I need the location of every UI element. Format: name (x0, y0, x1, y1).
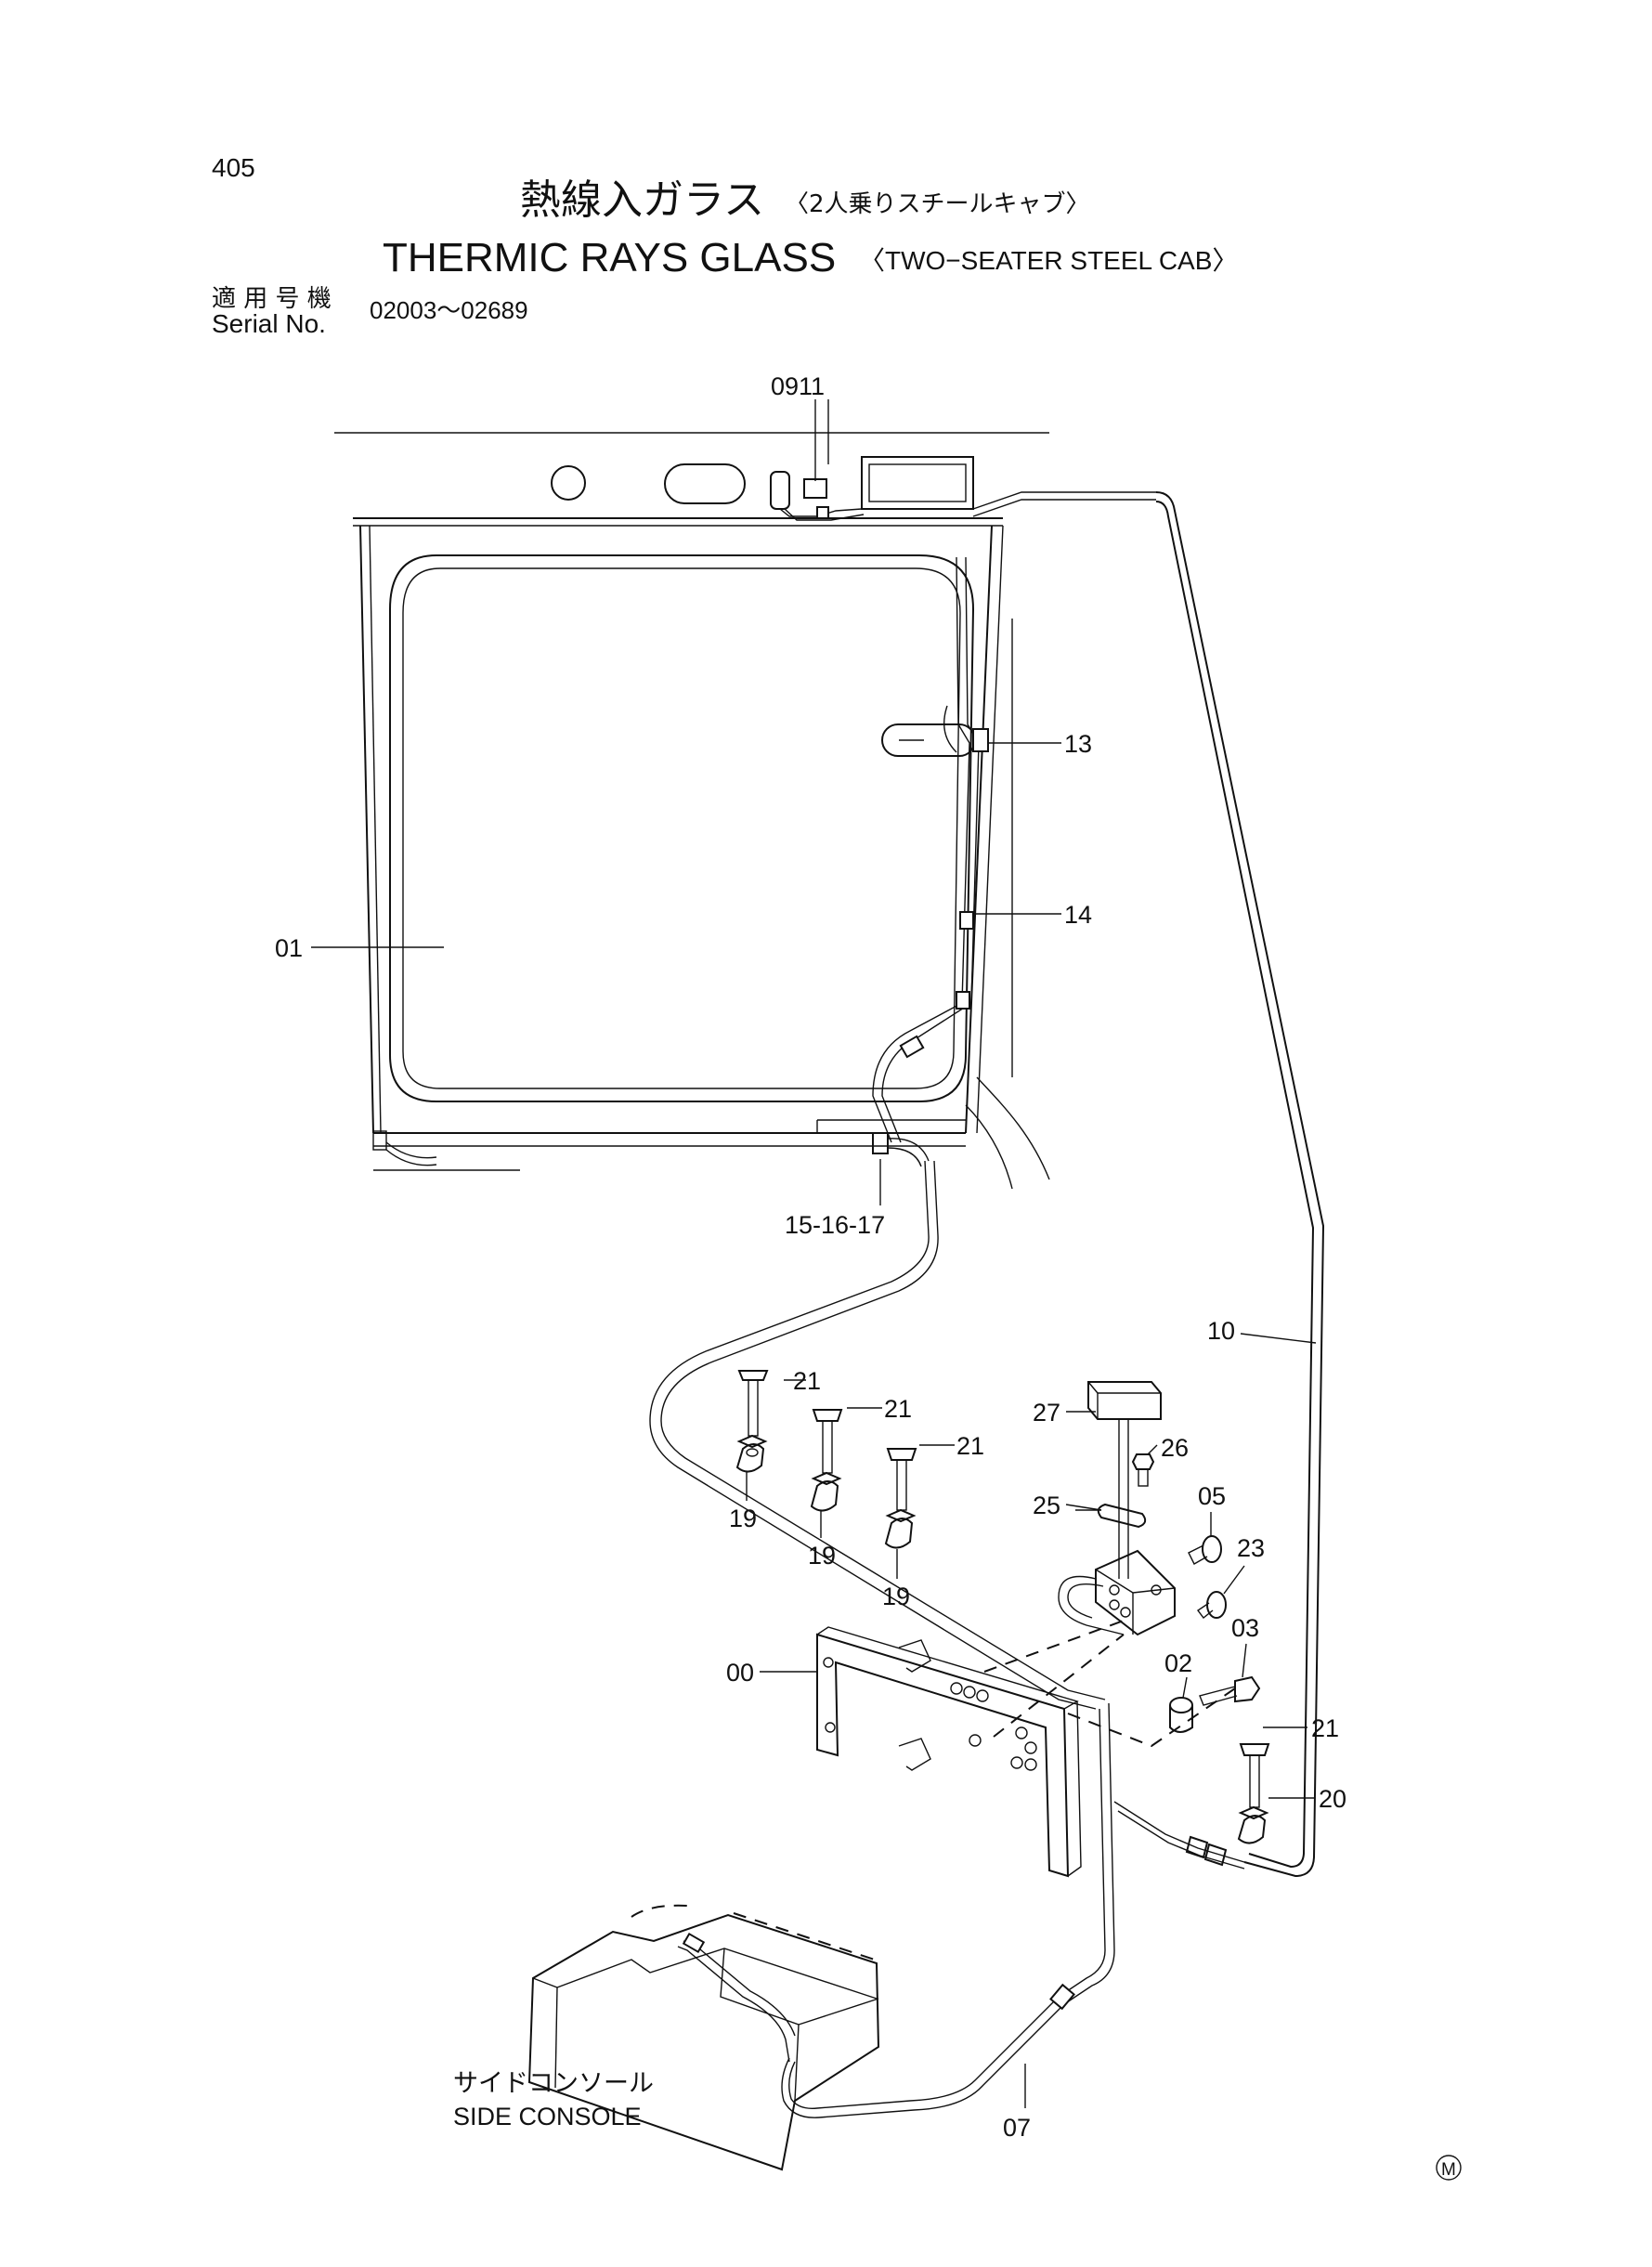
side-console-label-en: SIDE CONSOLE (453, 2103, 642, 2130)
label-26: 26 (1161, 1434, 1189, 1462)
harness-10 (1155, 491, 1325, 1878)
page-number: 405 (212, 153, 255, 182)
clamp-19-a (735, 1370, 769, 1473)
bushing-02 (1169, 1697, 1193, 1733)
label-13: 13 (1064, 730, 1092, 758)
corner-mark: M (1436, 2155, 1462, 2181)
label-01: 01 (275, 934, 303, 962)
label-19-b: 19 (808, 1542, 836, 1570)
label-21-a: 21 (793, 1367, 821, 1395)
relay-block (1058, 1549, 1176, 1636)
harness-main-down (649, 1160, 1106, 1710)
clamp-20 (1237, 1743, 1270, 1844)
label-23: 23 (1237, 1534, 1265, 1562)
bolt-05 (1188, 1535, 1222, 1565)
connector-27 (1087, 1381, 1162, 1579)
bracket-25 (1075, 1503, 1147, 1529)
label-14: 14 (1064, 901, 1092, 929)
label-15-16-17: 15-16-17 (785, 1211, 885, 1239)
connector-09-11 (770, 471, 865, 521)
cab-pillars (359, 525, 1050, 1190)
title-jp: 熱線入ガラス (520, 176, 764, 224)
label-0911: 0911 (771, 372, 825, 400)
thermic-rays-glass (389, 554, 975, 1102)
label-02: 02 (1164, 1649, 1192, 1677)
label-25: 25 (1033, 1492, 1060, 1519)
serial-label-en: Serial No. (212, 309, 326, 338)
cab-roof (334, 432, 1049, 527)
subtitle-jp: 〈2人乗りスチールキャブ〉 (785, 190, 1090, 218)
side-console-label-jp: サイドコンソール (453, 2069, 654, 2098)
label-21-b: 21 (884, 1395, 912, 1423)
corner-mark-letter: M (1441, 2160, 1456, 2180)
label-05: 05 (1198, 1482, 1226, 1510)
subtitle-en: 〈TWO−SEATER STEEL CAB〉 (859, 246, 1238, 275)
serial-label-jp: 適 用 号 機 (212, 285, 332, 313)
label-21-d: 21 (1311, 1714, 1339, 1742)
leader-lines (311, 399, 1317, 2108)
bolt-03 (1199, 1675, 1261, 1706)
screw-26 (1131, 1453, 1155, 1487)
assembly-dash-lines (983, 1620, 1236, 1748)
label-10: 10 (1207, 1317, 1235, 1345)
side-console (527, 1904, 881, 2171)
label-00: 00 (726, 1659, 754, 1687)
clamp-19-c (884, 1448, 917, 1549)
serial-range: 02003～02689 (370, 296, 528, 324)
title-en: THERMIC RAYS GLASS (383, 235, 836, 280)
label-20: 20 (1319, 1785, 1346, 1813)
pillar-harness (872, 491, 1156, 1143)
clamp-19-b (810, 1409, 843, 1512)
washer-23 (1196, 1591, 1227, 1619)
label-03: 03 (1231, 1614, 1259, 1642)
bracket-00 (816, 1626, 1082, 1878)
label-07: 07 (1003, 2114, 1031, 2142)
label-27: 27 (1033, 1399, 1060, 1427)
label-19-a: 19 (729, 1505, 757, 1532)
grommet-15-16-17 (872, 1132, 930, 1167)
label-19-c: 19 (882, 1583, 910, 1610)
label-21-c: 21 (956, 1432, 984, 1460)
harness-07 (781, 1702, 1245, 2118)
cab-sill (372, 1119, 966, 1171)
